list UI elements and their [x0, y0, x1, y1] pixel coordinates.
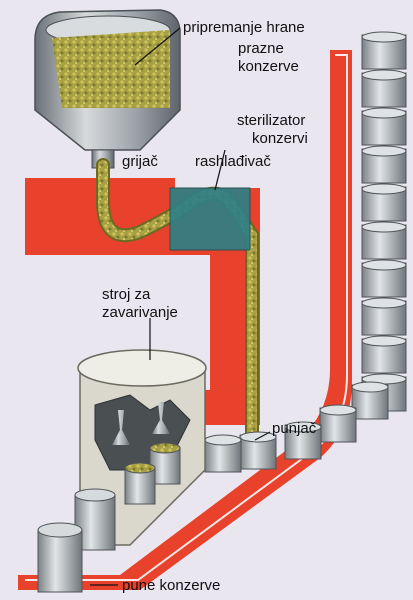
- label-welder-2: zavarivanje: [102, 304, 178, 321]
- label-empty-cans-2: konzerve: [238, 58, 299, 75]
- empty-can-rim: [362, 108, 406, 118]
- conveyor-can-rim: [320, 405, 356, 415]
- label-full-cans: pune konzerve: [122, 577, 220, 594]
- label-empty-cans-1: prazne: [238, 40, 284, 57]
- empty-can-rim: [362, 184, 406, 194]
- conveyor-can-rim: [240, 432, 276, 442]
- label-welder-1: stroj za: [102, 286, 151, 303]
- food-prep-hopper: [35, 10, 180, 168]
- label-heater: grijač: [122, 153, 158, 170]
- label-filler: punjač: [272, 420, 317, 437]
- empty-can-rim: [362, 336, 406, 346]
- empty-cans-stack: [362, 32, 406, 411]
- label-cooler: rashlađivač: [195, 153, 271, 170]
- cooler-unit: [170, 188, 250, 250]
- empty-can-rim: [362, 222, 406, 232]
- label-sterilizer-1: sterilizator: [237, 112, 305, 129]
- empty-can-rim: [362, 260, 406, 270]
- conveyor-can-rim: [352, 382, 388, 392]
- empty-can-rim: [362, 146, 406, 156]
- empty-can-rim: [362, 32, 406, 42]
- empty-can-rim: [362, 70, 406, 80]
- label-food-prep: pripremanje hrane: [183, 19, 305, 36]
- conveyor-can-rim: [205, 435, 241, 445]
- label-sterilizer-2: konzervi: [252, 130, 308, 147]
- empty-can-rim: [362, 298, 406, 308]
